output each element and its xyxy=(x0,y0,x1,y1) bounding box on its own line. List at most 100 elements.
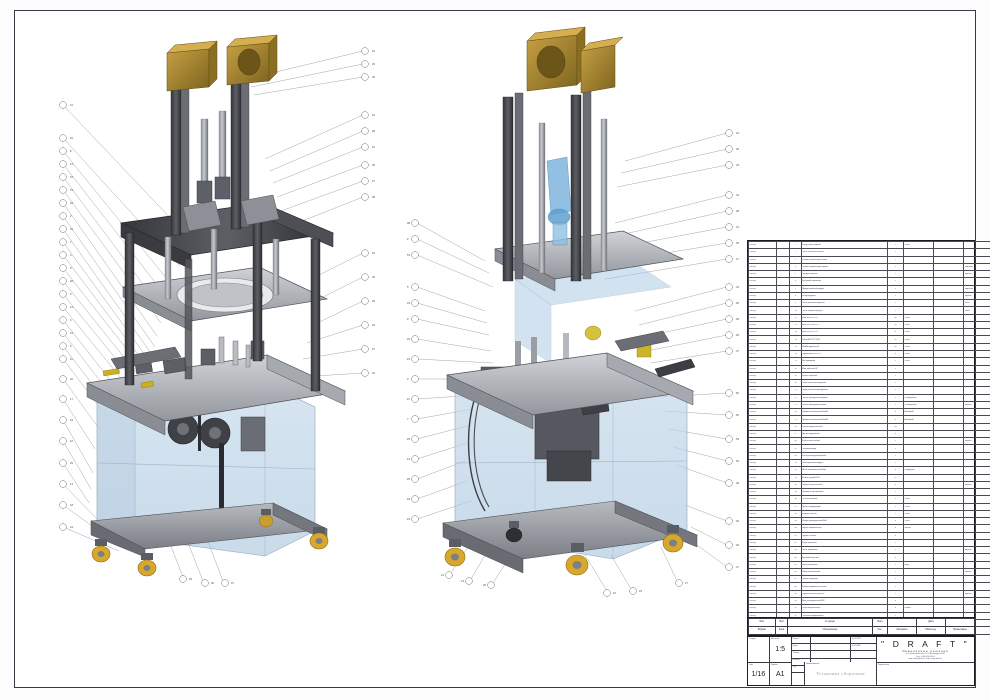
cell-designation: Уголок соединительный xyxy=(800,422,888,431)
cell-mass xyxy=(933,335,965,344)
svg-text:19: 19 xyxy=(70,188,73,192)
cell-pos: 37 xyxy=(789,502,802,511)
cell-designation: Прижим эксцентриковый xyxy=(800,488,888,497)
svg-text:21: 21 xyxy=(70,331,73,335)
cell-material xyxy=(902,429,935,439)
cell-mass xyxy=(933,560,965,569)
cell-mass xyxy=(933,473,965,482)
cell-mass xyxy=(933,531,965,540)
cell-pos: 33 xyxy=(789,473,802,482)
cell-material: Сталь xyxy=(902,335,935,344)
cell-note xyxy=(963,444,990,453)
cell-pos: 43 xyxy=(789,546,802,555)
cell-zone xyxy=(776,589,791,599)
svg-text:23: 23 xyxy=(639,589,642,593)
cell-zone xyxy=(776,429,791,439)
cell-qty: 2 xyxy=(886,284,904,293)
cell-pos: 25 xyxy=(789,415,802,424)
hdr-izm: Изм. xyxy=(748,618,776,627)
cell-format: 0.00 kg xyxy=(747,328,778,337)
cell-note: покрытие xyxy=(963,262,990,272)
cell-designation: Плита монтажная верхняя xyxy=(800,299,888,308)
cell-mass xyxy=(933,342,965,352)
cell-pos: 10 xyxy=(789,306,802,315)
cell-designation: Профиль алюминиевый 40х40 xyxy=(800,408,888,417)
cell-qty: 2 xyxy=(886,291,904,301)
cell-format: 0.00 kg xyxy=(747,349,778,359)
cell-material xyxy=(902,371,935,381)
cell-material xyxy=(902,473,935,482)
svg-text:26: 26 xyxy=(70,279,73,283)
tb-sheet-value: 1/16 xyxy=(751,671,766,678)
company-address-1: ул. Промышленная, 12, Производство ПК xyxy=(906,653,945,656)
cell-designation: Опора колесная поворотная xyxy=(800,379,888,388)
col-mass: Масса ед. xyxy=(916,626,946,635)
tb-date-row xyxy=(851,651,876,659)
cell-qty: 1 xyxy=(886,582,904,591)
cell-pos: 11 xyxy=(789,313,802,322)
cell-pos: 39 xyxy=(789,517,802,526)
cell-zone xyxy=(776,248,791,257)
cell-material xyxy=(902,255,935,264)
